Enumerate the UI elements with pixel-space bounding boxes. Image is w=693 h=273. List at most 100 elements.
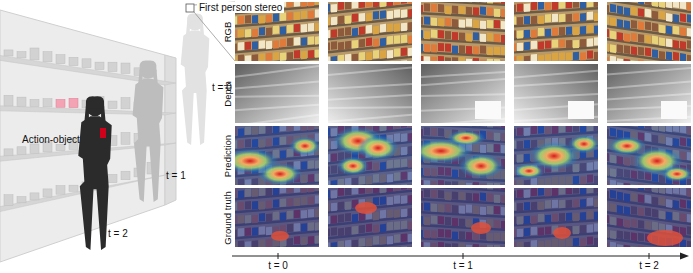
photo-product — [408, 2, 412, 4]
photo-product — [345, 41, 351, 50]
photo-product — [673, 52, 679, 61]
photo-product — [594, 52, 598, 60]
shelf-product — [17, 197, 26, 203]
photo-product — [331, 56, 337, 61]
photo-product — [235, 16, 237, 24]
shelf-product — [30, 99, 39, 106]
photo-product — [487, 47, 493, 55]
photo-product — [666, 38, 672, 47]
ground-truth-image — [514, 188, 598, 247]
photo-product — [680, 2, 686, 9]
photo-product — [687, 40, 691, 49]
photo-product — [573, 52, 579, 60]
photo-product — [459, 32, 465, 40]
photo-product — [315, 49, 319, 57]
photo-product — [666, 26, 672, 35]
person-body — [133, 79, 164, 202]
photo-product — [666, 13, 672, 22]
photo-product — [280, 39, 286, 47]
photo-product — [480, 7, 486, 15]
photo-product — [552, 27, 558, 35]
photo-product — [638, 2, 644, 4]
heatmap-blob — [568, 134, 598, 153]
photo-product — [638, 8, 644, 17]
photo-product — [680, 53, 686, 61]
photo-product — [394, 35, 400, 44]
highlighted-product — [56, 99, 65, 107]
photo-product — [380, 10, 386, 19]
photo-product — [494, 34, 500, 42]
photo-product — [373, 2, 379, 7]
photo-product — [573, 27, 579, 35]
ground-truth-region — [553, 227, 571, 239]
shelf-photo — [421, 188, 505, 247]
photo-product — [294, 24, 300, 32]
photo-product — [617, 6, 623, 15]
photo-product — [287, 2, 293, 7]
depth-gradient — [514, 64, 598, 123]
person-body — [181, 31, 210, 145]
photo-product — [280, 12, 286, 20]
photo-product — [401, 35, 407, 44]
photo-product — [387, 36, 393, 45]
photo-product — [331, 17, 337, 26]
heatmap-blob — [447, 130, 485, 146]
shelf-product — [95, 62, 104, 69]
photo-product — [315, 23, 319, 31]
photo-product — [331, 29, 337, 38]
photo-product — [359, 52, 365, 61]
photo-product — [531, 30, 537, 38]
photo-product — [431, 30, 437, 38]
photo-product — [445, 6, 451, 14]
ground-truth-tint — [421, 188, 505, 247]
photo-product — [566, 2, 572, 8]
depth-edge — [235, 82, 319, 89]
shelf-photo — [514, 126, 598, 185]
shelf-product — [121, 63, 130, 73]
ground-truth-image — [421, 188, 505, 247]
depth-edge — [235, 105, 319, 110]
photo-product — [235, 56, 237, 61]
photo-product — [394, 48, 400, 57]
photo-product — [338, 28, 344, 37]
photo-product — [580, 13, 586, 21]
photo-product — [680, 41, 686, 50]
photo-product — [587, 25, 593, 33]
photo-product — [587, 38, 593, 46]
photo-product — [373, 11, 379, 20]
photo-product — [252, 15, 258, 23]
depth-edge — [235, 66, 319, 77]
photo-product — [366, 38, 372, 47]
photo-product — [587, 2, 593, 7]
photo-product — [610, 44, 616, 53]
photo-product — [473, 32, 479, 40]
photo-product — [624, 33, 630, 42]
shelf-product — [4, 50, 13, 56]
photo-product — [394, 9, 400, 18]
photo-product — [631, 2, 637, 3]
prediction-heatmap — [607, 126, 691, 185]
photo-product — [545, 40, 551, 48]
shelf-photo — [328, 188, 412, 247]
photo-product — [559, 2, 565, 9]
photo-product — [587, 50, 593, 58]
shelf-product — [108, 174, 117, 182]
photo-product — [494, 20, 500, 28]
photo-product — [380, 38, 386, 47]
photo-product — [545, 54, 551, 61]
photo-product — [438, 30, 444, 38]
photo-product — [380, 50, 386, 59]
photo-product — [687, 3, 691, 12]
photo-product — [638, 34, 644, 43]
ground-truth-image — [607, 188, 691, 247]
photo-product — [514, 30, 516, 38]
photo-product — [631, 7, 637, 16]
photo-product — [638, 59, 644, 61]
axis-label: t = 2 — [639, 260, 659, 271]
depth-gradient — [328, 64, 412, 123]
heatmap-blob — [289, 136, 319, 155]
photo-product — [245, 55, 251, 61]
photo-product — [431, 57, 437, 61]
photo-product — [331, 41, 337, 50]
photo-product — [445, 18, 451, 26]
